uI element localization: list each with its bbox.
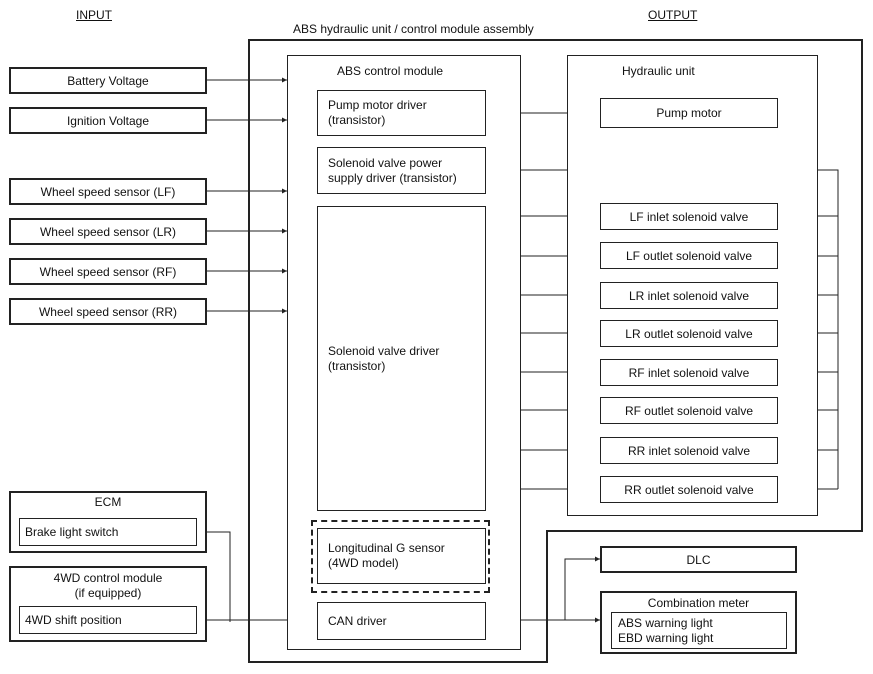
solenoid-power-supply-driver: Solenoid valve power supply driver (tran… [317, 147, 486, 194]
can-driver: CAN driver [317, 602, 486, 640]
lr-outlet-solenoid-valve: LR outlet solenoid valve [600, 320, 778, 347]
output-header: OUTPUT [648, 8, 698, 22]
rf-inlet-solenoid-valve: RF inlet solenoid valve [600, 359, 778, 386]
input-ignition-voltage: Ignition Voltage [9, 107, 207, 134]
assembly-title: ABS hydraulic unit / control module asse… [293, 22, 534, 36]
dlc: DLC [600, 546, 797, 573]
fwd-control-module-title: 4WD control module (if equipped) [53, 571, 163, 600]
input-wheel-speed-rf: Wheel speed sensor (RF) [9, 258, 207, 285]
hydraulic-unit-title: Hydraulic unit [622, 64, 695, 78]
pump-motor-driver: Pump motor driver (transistor) [317, 90, 486, 136]
input-wheel-speed-lr: Wheel speed sensor (LR) [9, 218, 207, 245]
input-wheel-speed-lf: Wheel speed sensor (LF) [9, 178, 207, 205]
lf-outlet-solenoid-valve: LF outlet solenoid valve [600, 242, 778, 269]
rr-outlet-solenoid-valve: RR outlet solenoid valve [600, 476, 778, 503]
lr-inlet-solenoid-valve: LR inlet solenoid valve [600, 282, 778, 309]
ecm-title: ECM [94, 495, 122, 509]
input-battery-voltage: Battery Voltage [9, 67, 207, 94]
brake-light-switch: Brake light switch [19, 518, 197, 546]
assembly-outline [248, 39, 863, 663]
combination-meter-title: Combination meter [647, 596, 750, 610]
rf-outlet-solenoid-valve: RF outlet solenoid valve [600, 397, 778, 424]
rr-inlet-solenoid-valve: RR inlet solenoid valve [600, 437, 778, 464]
fwd-shift-position: 4WD shift position [19, 606, 197, 634]
abs-control-module-title: ABS control module [337, 64, 444, 78]
warning-lights: ABS warning light EBD warning light [611, 612, 787, 649]
solenoid-valve-driver: Solenoid valve driver (transistor) [317, 206, 486, 511]
input-wheel-speed-rr: Wheel speed sensor (RR) [9, 298, 207, 325]
g-sensor-dashed-boundary [311, 520, 490, 593]
input-header: INPUT [76, 8, 112, 22]
lf-inlet-solenoid-valve: LF inlet solenoid valve [600, 203, 778, 230]
longitudinal-g-sensor: Longitudinal G sensor (4WD model) [317, 528, 486, 584]
pump-motor: Pump motor [600, 98, 778, 128]
